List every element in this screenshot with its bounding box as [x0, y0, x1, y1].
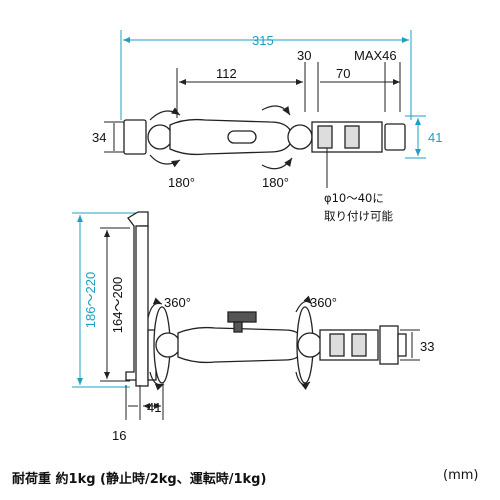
side-view-holder — [125, 211, 157, 387]
dim-112: 112 — [176, 66, 303, 118]
label-360-right: 360° — [310, 295, 337, 310]
label-clamp-range: φ10～40に — [324, 191, 384, 205]
dim-33: 33 — [400, 329, 434, 361]
dim-34: 34 — [92, 121, 124, 153]
label-clamp-range-2: 取り付け可能 — [324, 209, 393, 223]
label-33: 33 — [420, 339, 434, 354]
label-112: 112 — [216, 66, 237, 81]
unit-note: (mm) — [443, 468, 479, 483]
dim-186-220: 186～220 — [72, 212, 138, 388]
label-180-right: 180° — [262, 175, 289, 190]
top-view-arm — [123, 118, 406, 156]
dim-41-right: 41 — [405, 115, 442, 159]
dim-164-200: 164～200 — [100, 227, 130, 382]
label-70: 70 — [336, 66, 350, 81]
label-max46: MAX46 — [354, 48, 397, 63]
load-capacity-note: 耐荷重 約1kg (静止時/2kg、運転時/1kg) — [12, 472, 267, 487]
dim-315: 315 — [120, 30, 412, 120]
dim-70: 70 — [320, 62, 401, 112]
side-view-arm — [153, 306, 407, 384]
label-186-220: 186～220 — [83, 272, 98, 328]
label-180-left: 180° — [168, 175, 195, 190]
label-30: 30 — [297, 48, 311, 63]
label-34: 34 — [92, 130, 106, 145]
label-41-right: 41 — [428, 130, 442, 145]
label-360-left: 360° — [164, 295, 191, 310]
label-16: 16 — [112, 428, 126, 443]
label-164-200: 164～200 — [110, 277, 125, 333]
label-315: 315 — [252, 33, 274, 48]
label-41-bottom: 41 — [147, 400, 161, 415]
